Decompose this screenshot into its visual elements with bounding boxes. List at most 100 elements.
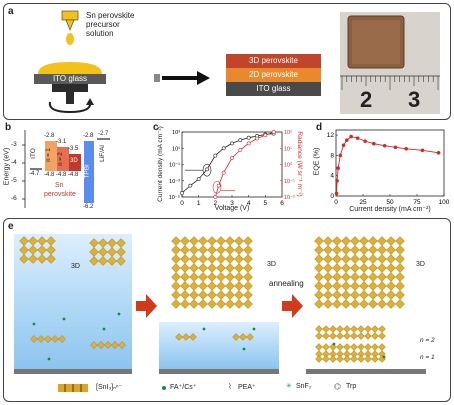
radiance-point: [263, 133, 268, 138]
legend-fa: FA⁺/Cs⁺: [170, 384, 197, 391]
octahedron: [322, 343, 330, 351]
octahedron: [368, 281, 378, 291]
c-ytick-label: 10⁻³: [169, 179, 180, 185]
octahedron: [90, 341, 98, 349]
eqe-point: [404, 146, 408, 151]
octahedron: [395, 254, 405, 264]
octahedron: [171, 236, 181, 246]
octahedron: [323, 254, 333, 264]
octahedron: [371, 332, 379, 340]
c-ytick-label: 10³: [172, 130, 180, 136]
fa-cation: [32, 322, 36, 326]
octahedron: [350, 332, 358, 340]
octahedron: [189, 245, 199, 255]
tpbi-bar: [84, 141, 94, 203]
current-density-point: [238, 138, 243, 143]
octahedron: [314, 263, 324, 273]
n2-name: n = 2: [57, 152, 64, 166]
eqe-point: [338, 153, 343, 158]
stage2-substrate: [159, 369, 279, 374]
legend-sni3: [SnI₃]ₙⁿ⁻: [96, 384, 123, 391]
octahedron: [377, 245, 387, 255]
octahedron: [171, 299, 181, 309]
octahedron: [207, 254, 217, 264]
octahedron: [377, 254, 387, 264]
radiance-point: [246, 141, 251, 146]
sn-group-2: perovskite: [44, 191, 76, 198]
ito-name: ITO: [29, 148, 37, 159]
octahedron: [395, 290, 405, 300]
eqe-point: [420, 148, 425, 153]
octahedron: [216, 254, 226, 264]
octahedron: [368, 290, 378, 300]
octahedron: [198, 236, 208, 246]
octahedron: [323, 299, 333, 309]
n1-bottom: -4.8: [44, 172, 55, 178]
octahedron: [364, 343, 372, 351]
d-ytick-label: 8: [330, 152, 334, 159]
octahedron: [243, 254, 253, 264]
d-xlabel: Current density (mA cm⁻²): [349, 206, 431, 213]
octahedron: [239, 333, 247, 341]
pipette-body: [61, 10, 79, 21]
octahedron: [189, 333, 197, 341]
octahedron: [207, 299, 217, 309]
octahedron: [180, 281, 190, 291]
octahedron: [51, 335, 59, 343]
panel-e: e 3D 3D 3D annealing n = 2 n = 1 [SnI₃]ₙ…: [3, 218, 451, 402]
lif-top: -2.7: [98, 131, 109, 137]
3d-bar: [69, 154, 81, 171]
layer-3d: [226, 54, 321, 68]
octahedron: [216, 299, 226, 309]
layer-2d: [226, 68, 321, 82]
pipette-tip: [65, 19, 75, 31]
octahedron: [171, 281, 181, 291]
ito-substrate: [34, 74, 106, 84]
octahedron: [343, 325, 351, 333]
n2-bar: [57, 147, 69, 171]
octahedron: [322, 332, 330, 340]
c-y2label: Radiance (W sr⁻¹ m⁻²): [296, 131, 303, 197]
d-xtick-label: 50: [386, 199, 394, 206]
octahedron: [234, 254, 244, 264]
octahedron: [207, 245, 217, 255]
octahedron: [243, 263, 253, 273]
octahedron: [243, 236, 253, 246]
d-ytick-label: 0: [330, 193, 334, 200]
octahedra: [19, 236, 405, 363]
d-xtick-label: 75: [413, 199, 421, 206]
octahedron: [234, 281, 244, 291]
ruler-number-3: 3: [408, 87, 421, 112]
eqe-point: [349, 134, 353, 139]
fa-cation: [202, 327, 206, 331]
fa-cation: [102, 327, 106, 331]
precursor-label-1: Sn perovskite: [86, 11, 135, 20]
octahedron: [182, 333, 190, 341]
eqe-point: [363, 139, 367, 143]
octahedron: [171, 254, 181, 264]
octahedron: [323, 272, 333, 282]
octahedron: [180, 254, 190, 264]
octahedron: [314, 272, 324, 282]
current-density-line: [181, 133, 274, 194]
octahedron: [386, 290, 396, 300]
octahedron: [246, 333, 254, 341]
c-y2tick-label: 10⁰: [284, 162, 293, 169]
octahedron: [207, 290, 217, 300]
octahedron: [386, 299, 396, 309]
octahedron: [180, 245, 190, 255]
octahedron: [207, 263, 217, 273]
octahedron: [322, 355, 330, 363]
energy-diagram: [22, 130, 110, 208]
octahedron: [350, 263, 360, 273]
octahedron: [198, 245, 208, 255]
octahedron: [371, 325, 379, 333]
octahedron: [243, 272, 253, 282]
octahedron: [315, 332, 323, 340]
octahedron: [341, 299, 351, 309]
octahedron: [234, 290, 244, 300]
c-ytick-label: 10¹: [172, 146, 180, 152]
octahedron: [357, 332, 365, 340]
